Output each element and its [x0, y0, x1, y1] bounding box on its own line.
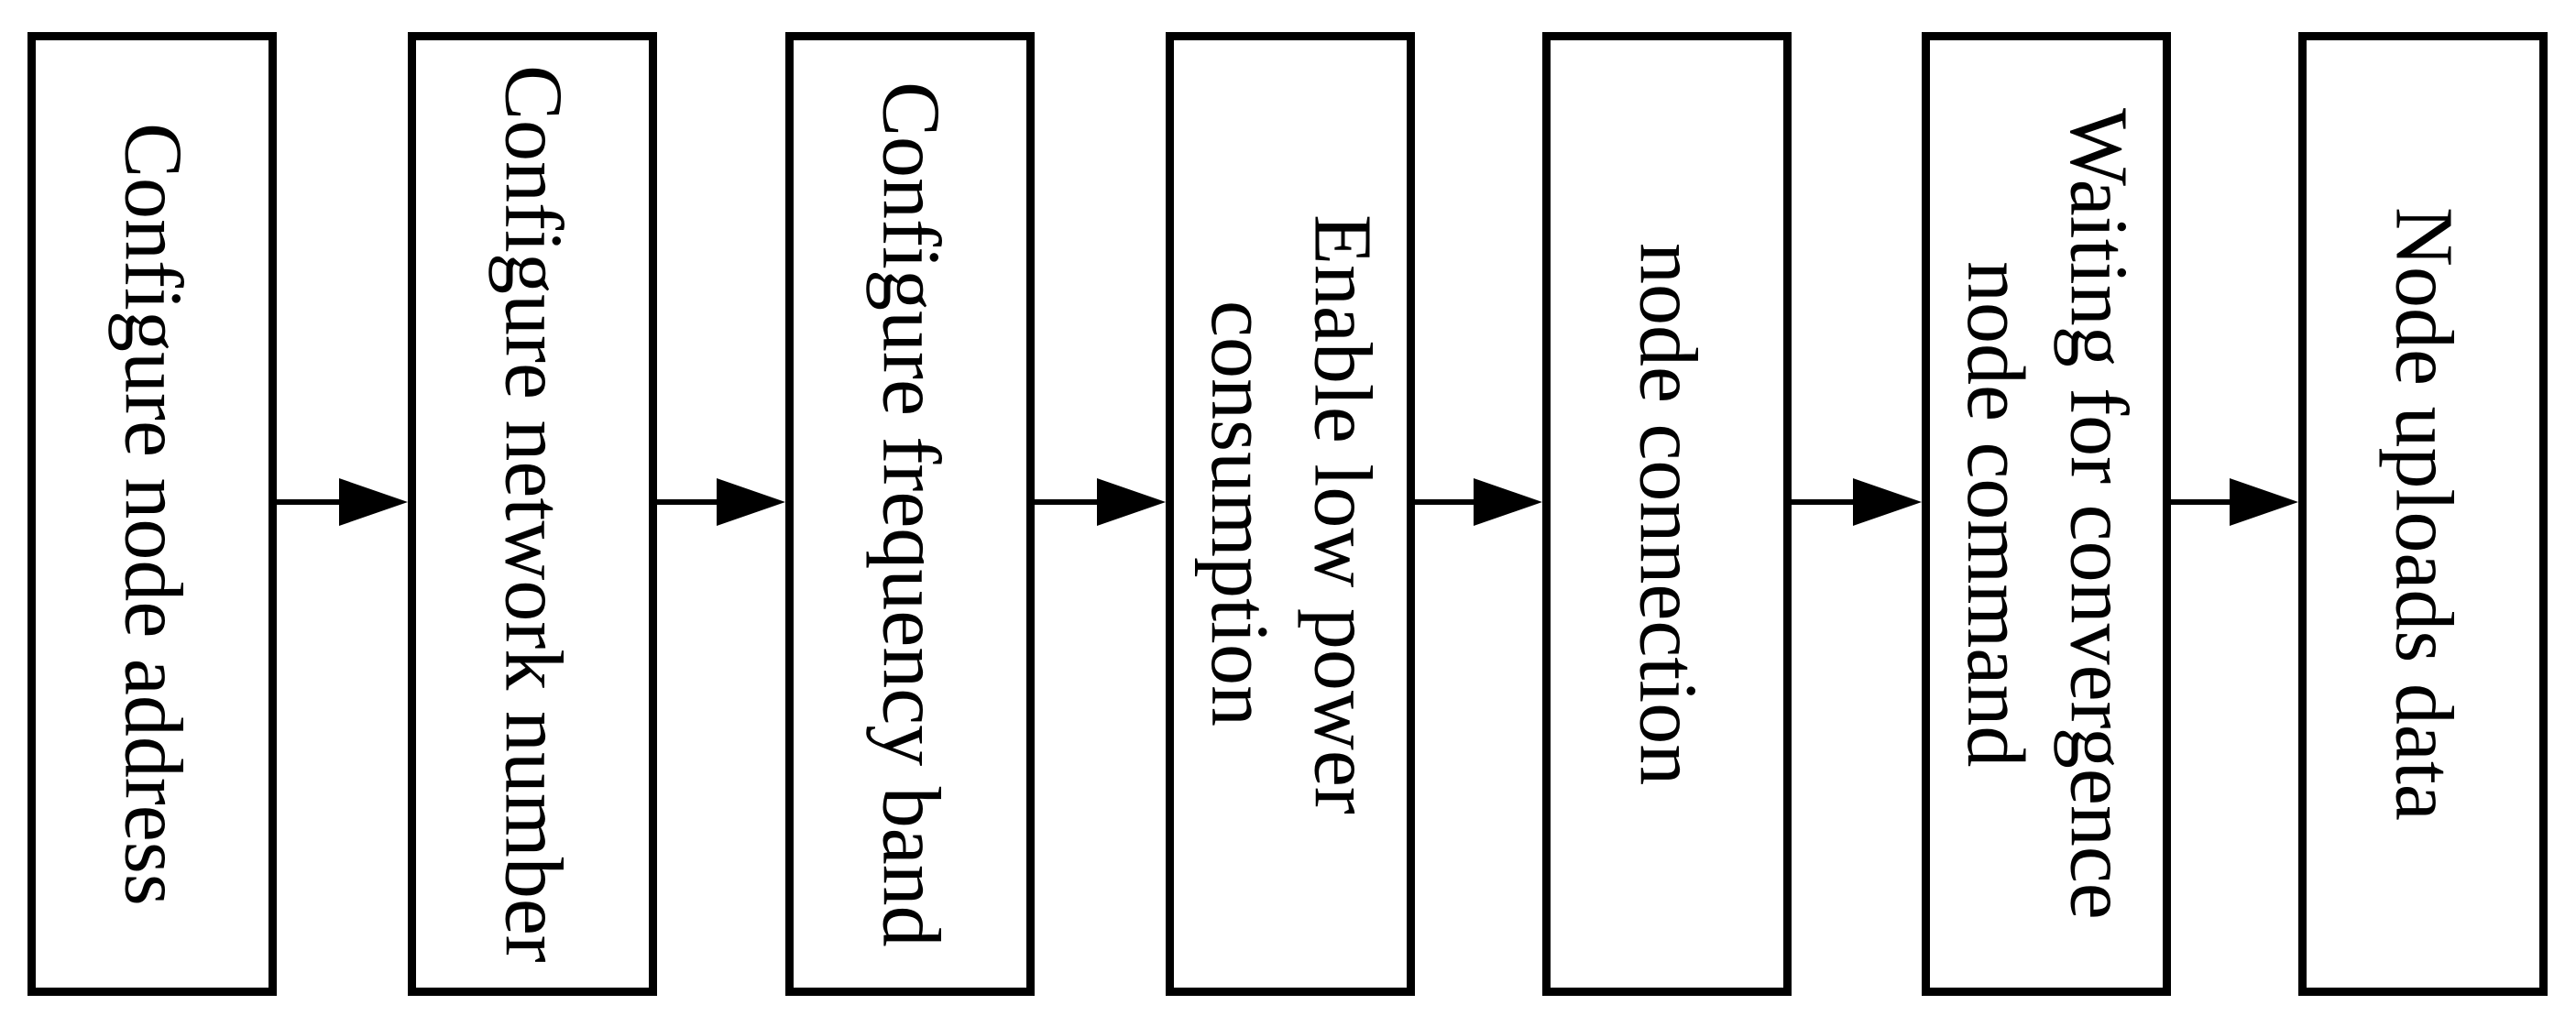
- flow-arrow-3: [1035, 478, 1166, 526]
- flow-step-label: Configure network number: [488, 65, 579, 963]
- arrow-shaft: [1035, 499, 1102, 505]
- flow-step-label: Node uploads data: [2378, 207, 2470, 821]
- flow-step-configure-frequency-band: Configure frequency band: [785, 32, 1035, 996]
- arrow-head-right-icon: [1853, 478, 1922, 526]
- flow-arrow-5: [1792, 478, 1922, 526]
- arrow-shaft: [1415, 499, 1478, 505]
- arrow-head-right-icon: [1474, 478, 1542, 526]
- arrow-shaft: [2171, 499, 2234, 505]
- arrow-head-right-icon: [717, 478, 785, 526]
- flow-step-label: Enable low power consumption: [1194, 213, 1388, 814]
- flow-step-label: Configure node address: [107, 122, 199, 906]
- flow-arrow-2: [657, 478, 785, 526]
- arrow-head-right-icon: [339, 478, 408, 526]
- flow-step-label: Configure frequency band: [865, 81, 957, 947]
- flow-step-enable-low-power-consumption: Enable low power consumption: [1166, 32, 1415, 996]
- flow-step-waiting-for-convergence-node-command: Waiting for convergence node command: [1922, 32, 2171, 996]
- flow-step-label: node connection: [1622, 242, 1714, 786]
- flow-arrow-4: [1415, 478, 1542, 526]
- flow-step-node-uploads-data: Node uploads data: [2298, 32, 2548, 996]
- flow-arrow-1: [277, 478, 408, 526]
- arrow-shaft: [657, 499, 721, 505]
- flow-arrow-6: [2171, 478, 2298, 526]
- arrow-head-right-icon: [2230, 478, 2298, 526]
- flow-step-node-connection: node connection: [1542, 32, 1792, 996]
- flow-step-label: Waiting for convergence node command: [1950, 108, 2144, 920]
- arrow-head-right-icon: [1097, 478, 1166, 526]
- arrow-shaft: [277, 499, 344, 505]
- flow-step-configure-network-number: Configure network number: [408, 32, 657, 996]
- arrow-shaft: [1792, 499, 1858, 505]
- flow-step-configure-node-address: Configure node address: [27, 32, 277, 996]
